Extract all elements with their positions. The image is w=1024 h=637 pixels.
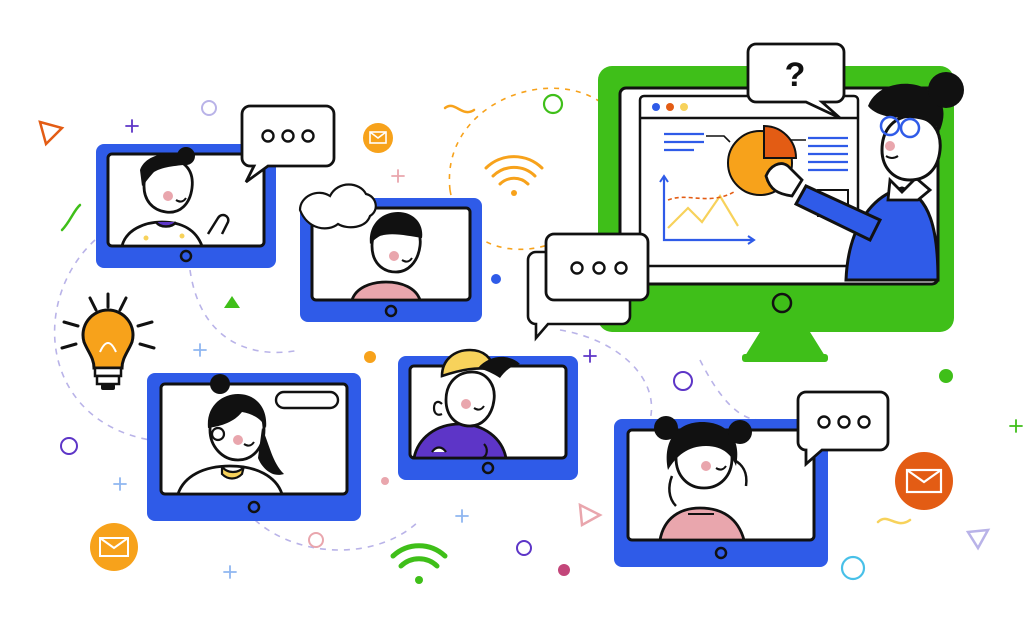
presenter-monitor bbox=[598, 66, 964, 362]
speech-bubble-icon bbox=[796, 390, 890, 468]
question-bubble: ? bbox=[746, 42, 846, 120]
presentation-slide bbox=[638, 94, 860, 268]
circle-icon bbox=[308, 532, 324, 548]
triangle-icon bbox=[965, 528, 991, 551]
triangle-icon bbox=[38, 120, 65, 147]
envelope-icon bbox=[363, 123, 393, 153]
lightbulb-icon bbox=[60, 292, 156, 390]
plus-icon bbox=[125, 119, 139, 133]
plus-icon bbox=[583, 349, 597, 363]
participant-character bbox=[176, 374, 284, 496]
participant-character bbox=[654, 416, 752, 542]
triangle-icon bbox=[224, 296, 240, 308]
plus-icon bbox=[113, 343, 469, 579]
participant-tile bbox=[614, 416, 828, 567]
question-mark-icon: ? bbox=[785, 56, 806, 94]
triangle-icon bbox=[578, 502, 603, 528]
envelope-icon bbox=[895, 452, 953, 510]
participant-tile bbox=[147, 373, 361, 521]
speech-bubble-icon bbox=[526, 232, 650, 342]
circle-icon bbox=[840, 555, 866, 581]
circle-icon bbox=[201, 100, 217, 116]
plus-icon bbox=[1009, 419, 1023, 433]
wifi-icon bbox=[484, 155, 544, 196]
participant-character bbox=[412, 348, 520, 460]
participant-character bbox=[120, 147, 230, 248]
presenter-character bbox=[764, 72, 964, 282]
participant-tile bbox=[398, 348, 578, 480]
circle-icon bbox=[673, 371, 693, 391]
participant-character bbox=[350, 212, 423, 302]
circle-icon bbox=[60, 437, 78, 455]
circle-icon bbox=[516, 540, 532, 556]
plus-icon bbox=[391, 169, 405, 183]
wifi-icon bbox=[390, 543, 448, 584]
dashed-connections bbox=[53, 87, 761, 551]
envelope-icon bbox=[90, 523, 138, 571]
line-chart-icon bbox=[659, 174, 756, 245]
participant-tile bbox=[96, 144, 276, 268]
speech-bubble-icon bbox=[240, 104, 336, 184]
participant-tile bbox=[298, 183, 482, 322]
circle-icon bbox=[542, 93, 564, 115]
